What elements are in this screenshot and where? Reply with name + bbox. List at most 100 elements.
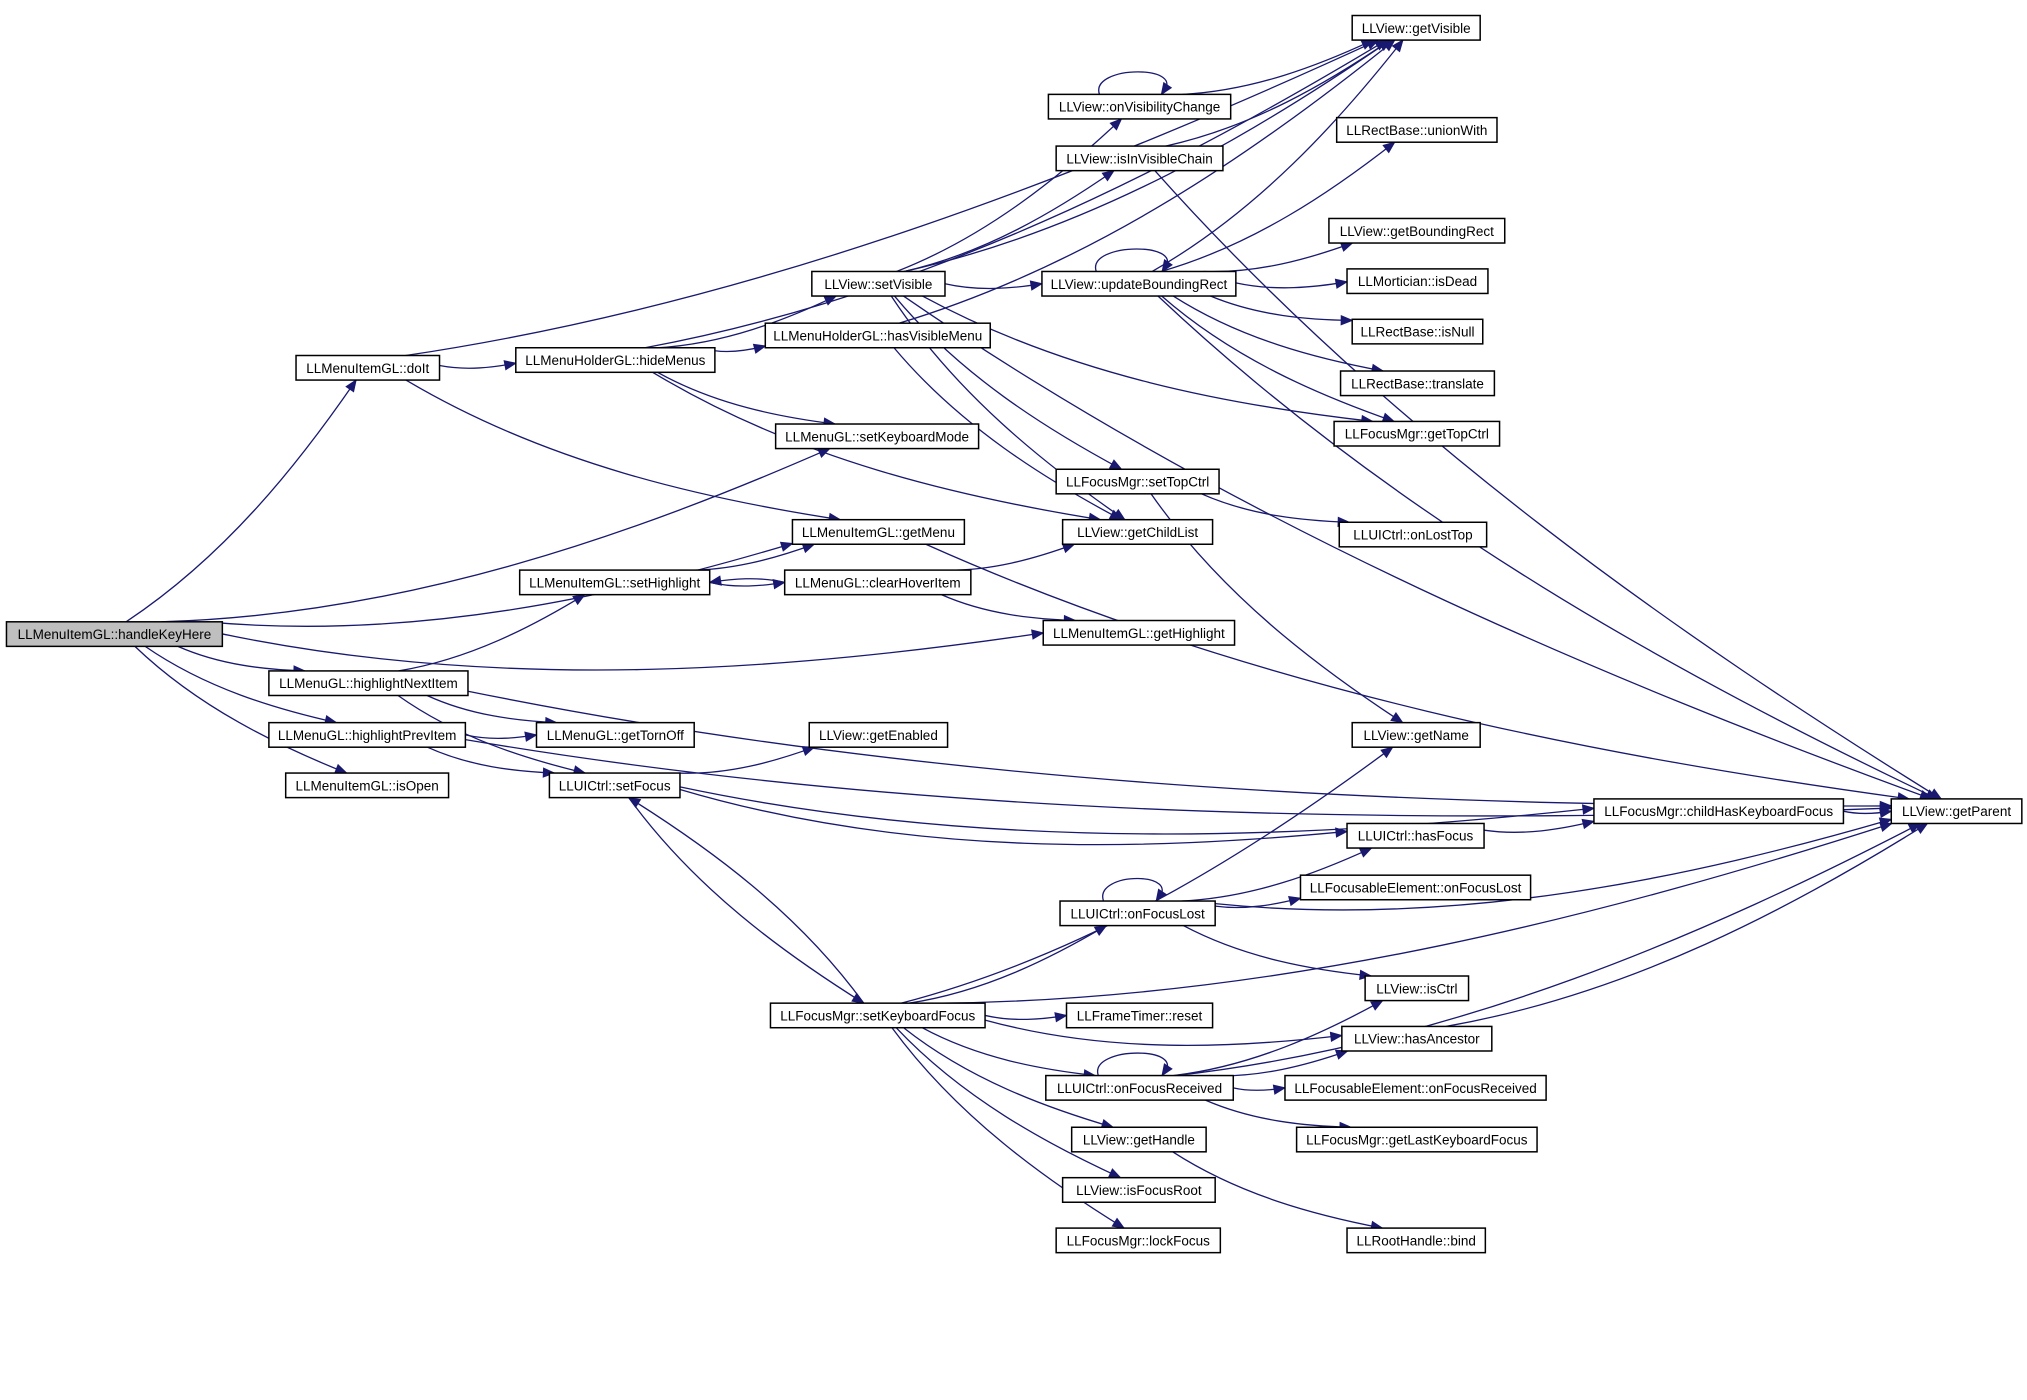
node-getHandle[interactable]: LLView::getHandle (1070, 1126, 1207, 1153)
edge-arrowhead (1391, 39, 1404, 53)
edge-arrowhead (1029, 280, 1044, 291)
node-label: LLRectBase::isNull (1360, 325, 1474, 340)
edge-arrowhead (779, 541, 794, 552)
node-label: LLRectBase::unionWith (1346, 123, 1487, 138)
node-getVisible[interactable]: LLView::getVisible (1351, 14, 1481, 41)
node-box (1055, 1227, 1222, 1254)
edge-line (1208, 1050, 1348, 1077)
edge-setKeyboardFocus-to-hasAncestor (984, 1019, 1344, 1047)
edge-line (426, 694, 557, 724)
node-label: LLUICtrl::onFocusReceived (1057, 1081, 1222, 1096)
node-doIt[interactable]: LLMenuItemGL::doIt (295, 354, 441, 381)
node-getParent[interactable]: LLView::getParent (1890, 798, 2023, 825)
node-onFocusLost[interactable]: LLUICtrl::onFocusLost (1059, 900, 1216, 927)
node-getLastKeyboardFocus[interactable]: LLFocusMgr::getLastKeyboardFocus (1295, 1126, 1538, 1153)
node-getName[interactable]: LLView::getName (1351, 721, 1481, 748)
node-translate[interactable]: LLRectBase::translate (1339, 370, 1496, 397)
edge-line (1097, 1052, 1169, 1077)
edge-line (901, 746, 1393, 1004)
node-setHighlight[interactable]: LLMenuItemGL::setHighlight (518, 569, 711, 596)
node-onFocusReceivedElem[interactable]: LLFocusableElement::onFocusReceived (1284, 1074, 1547, 1101)
edge-line (222, 632, 1044, 671)
node-isFocusRoot[interactable]: LLView::isFocusRoot (1061, 1176, 1216, 1203)
node-isNull[interactable]: LLRectBase::isNull (1351, 318, 1484, 345)
edge-arrowhead (1581, 818, 1596, 830)
node-onFocusReceived[interactable]: LLUICtrl::onFocusReceived (1045, 1074, 1235, 1101)
node-hasFocus[interactable]: LLUICtrl::hasFocus (1346, 822, 1485, 849)
node-getMenu[interactable]: LLMenuItemGL::getMenu (791, 518, 966, 545)
node-highlightPrevItem[interactable]: LLMenuGL::highlightPrevItem (268, 721, 467, 748)
nodes-layer: LLMenuItemGL::handleKeyHereLLMenuItemGL:… (5, 14, 2023, 1254)
node-clearHoverItem[interactable]: LLMenuGL::clearHoverItem (783, 569, 972, 596)
node-childHasKeyboardFocus[interactable]: LLFocusMgr::childHasKeyboardFocus (1593, 798, 1845, 825)
node-highlightNextItem[interactable]: LLMenuGL::highlightNextItem (268, 670, 469, 697)
node-isInVisibleChain[interactable]: LLView::isInVisibleChain (1055, 145, 1224, 172)
edge-arrowhead (1288, 895, 1302, 907)
node-setTopCtrl[interactable]: LLFocusMgr::setTopCtrl (1055, 468, 1220, 495)
node-isCtrl[interactable]: LLView::isCtrl (1364, 975, 1470, 1002)
edge-arrowhead (524, 731, 538, 742)
edge-handleKeyHere-to-getMenu (206, 541, 794, 628)
node-onLostTop[interactable]: LLUICtrl::onLostTop (1338, 521, 1488, 548)
node-setFocus[interactable]: LLUICtrl::setFocus (548, 772, 681, 799)
edge-arrowhead (1031, 629, 1045, 640)
edge-onFocusLost-to-isCtrl (1183, 925, 1373, 981)
node-setVisible[interactable]: LLView::setVisible (811, 270, 946, 297)
node-updateBoundingRect[interactable]: LLView::updateBoundingRect (1041, 270, 1237, 297)
node-setKeyboardMode[interactable]: LLMenuGL::setKeyboardMode (774, 423, 980, 450)
node-lockFocus[interactable]: LLFocusMgr::lockFocus (1055, 1227, 1222, 1254)
edge-line (1173, 1000, 1383, 1077)
edge-arrowhead (1878, 817, 1893, 828)
node-getEnabled[interactable]: LLView::getEnabled (808, 721, 949, 748)
edge-line (679, 788, 1348, 846)
node-unionWith[interactable]: LLRectBase::unionWith (1335, 116, 1498, 143)
edge-arrowhead (1370, 999, 1384, 1011)
edge-line (893, 347, 1122, 521)
node-getHighlight[interactable]: LLMenuItemGL::getHighlight (1042, 619, 1236, 646)
node-box (1045, 1074, 1235, 1101)
edge-hideMenus-to-setKeyboardMode (657, 371, 837, 428)
edge-line (405, 39, 1379, 357)
node-box (1339, 370, 1496, 397)
edge-onFocusReceived-to-getParent (1175, 822, 1922, 1077)
node-onFocusLostElem[interactable]: LLFocusableElement::onFocusLost (1299, 874, 1532, 901)
node-getChildList[interactable]: LLView::getChildList (1061, 518, 1214, 545)
edge-doIt-to-getMenu (405, 379, 842, 524)
node-getTopCtrl[interactable]: LLFocusMgr::getTopCtrl (1333, 420, 1501, 447)
edge-line (678, 746, 815, 774)
edge-line (903, 1027, 1114, 1128)
node-onVisibilityChange[interactable]: LLView::onVisibilityChange (1047, 93, 1232, 120)
node-label: LLMenuGL::getTornOff (547, 728, 684, 743)
edge-line (405, 379, 841, 521)
edge-line (1445, 822, 1928, 1028)
edge-arrowhead (801, 746, 816, 757)
node-hideMenus[interactable]: LLMenuHolderGL::hideMenus (515, 346, 716, 374)
node-handleKeyHere[interactable]: LLMenuItemGL::handleKeyHere (5, 621, 224, 648)
edge-line (922, 295, 1373, 423)
node-label: LLView::hasAncestor (1354, 1032, 1480, 1047)
node-isDead[interactable]: LLMortician::isDead (1346, 268, 1489, 295)
edge-line (1175, 822, 1921, 1077)
edge-clearHoverItem-to-getChildList (941, 543, 1076, 571)
edge-line (467, 690, 1892, 807)
edge-line (628, 797, 865, 1004)
node-box (1346, 1227, 1487, 1254)
node-bind[interactable]: LLRootHandle::bind (1346, 1227, 1487, 1254)
node-hasVisibleMenu[interactable]: LLMenuHolderGL::hasVisibleMenu (764, 322, 991, 349)
node-label: LLView::getBoundingRect (1340, 224, 1494, 239)
node-isOpen[interactable]: LLMenuItemGL::isOpen (284, 772, 450, 799)
edge-line (1157, 295, 1938, 800)
edge-line (1161, 295, 1395, 423)
edge-hideMenus-to-hasVisibleMenu (714, 343, 767, 354)
node-getBoundingRect[interactable]: LLView::getBoundingRect (1328, 217, 1506, 244)
node-setKeyboardFocus[interactable]: LLFocusMgr::setKeyboardFocus (769, 1002, 986, 1029)
edge-line (134, 645, 347, 774)
edge-updateBoundingRect-to-isNull (1210, 295, 1354, 326)
edge-arrowhead (1160, 81, 1173, 96)
node-box (1042, 619, 1236, 646)
node-box (1328, 217, 1506, 244)
node-frameReset[interactable]: LLFrameTimer::reset (1065, 1002, 1214, 1029)
node-getTornOff[interactable]: LLMenuGL::getTornOff (535, 721, 695, 748)
node-hasAncestor[interactable]: LLView::hasAncestor (1341, 1025, 1493, 1052)
node-label: LLFocusMgr::setKeyboardFocus (780, 1008, 975, 1023)
